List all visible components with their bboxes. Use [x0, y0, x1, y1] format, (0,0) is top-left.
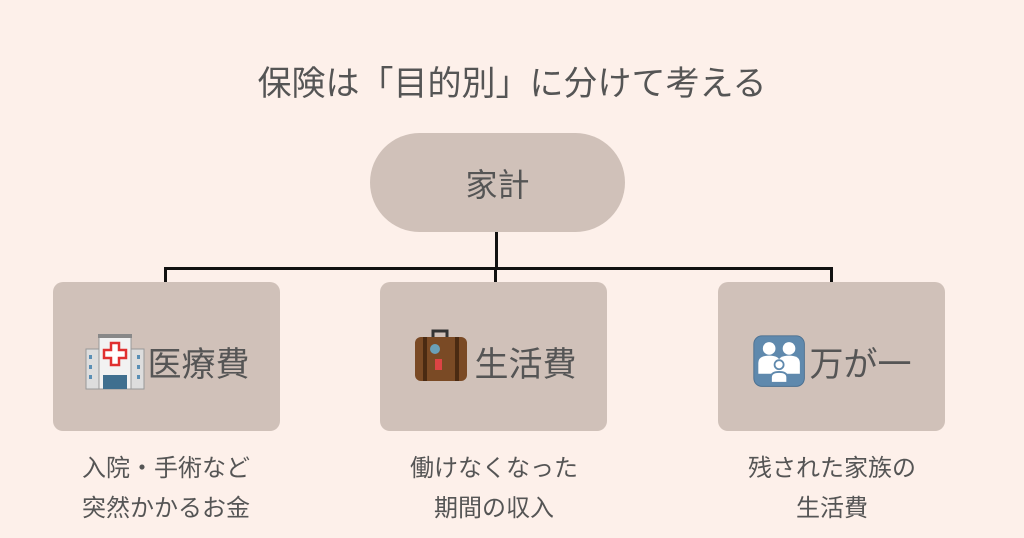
hospital-icon [85, 333, 144, 389]
caption-line: 突然かかるお金 [82, 494, 250, 522]
node-emergency: 万が一 [718, 282, 945, 431]
connector-trunk [495, 232, 498, 270]
caption-medical: 入院・手術など 突然かかるお金 [16, 448, 316, 528]
connector-right [830, 267, 833, 282]
connector-left [164, 267, 167, 282]
caption-line: 入院・手術など [82, 454, 250, 482]
node-living: 生活費 [380, 282, 607, 431]
caption-line: 残された家族の [748, 454, 916, 482]
caption-line: 期間の収入 [434, 494, 554, 522]
caption-line: 生活費 [796, 494, 868, 522]
node-label: 医療費 [147, 345, 250, 385]
caption-emergency: 残された家族の 生活費 [682, 448, 982, 528]
suitcase-icon [414, 329, 467, 381]
root-label: 家計 [465, 165, 530, 204]
caption-line: 働けなくなった [410, 454, 578, 482]
family-icon [752, 334, 805, 387]
root-node-household: 家計 [370, 133, 625, 232]
diagram-title: 保険は「目的別」に分けて考える [257, 64, 767, 104]
connector-horizontal [164, 267, 833, 270]
node-label: 生活費 [474, 345, 577, 385]
node-label: 万が一 [809, 345, 912, 385]
caption-living: 働けなくなった 期間の収入 [344, 448, 644, 528]
node-medical: 医療費 [53, 282, 280, 431]
connector-middle [494, 267, 497, 282]
